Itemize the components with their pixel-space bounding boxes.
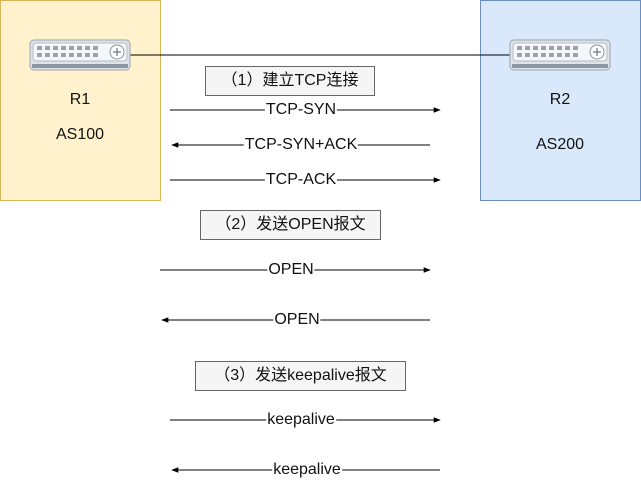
step-3-box: （3）发送keepalive报文 (195, 361, 406, 391)
router-r2-name: R2 (549, 91, 571, 108)
step-2-box: （2）发送OPEN报文 (200, 210, 381, 240)
step-1-box: （1）建立TCP连接 (205, 66, 375, 96)
message-label: OPEN (267, 261, 315, 279)
router-r1-as: AS100 (55, 126, 105, 143)
router-icon (509, 39, 611, 71)
router-r1-box (0, 0, 161, 201)
router-r2-as: AS200 (535, 136, 585, 153)
message-label: TCP-ACK (264, 171, 338, 189)
message-label: keepalive (266, 411, 336, 429)
message-label: TCP-SYN (264, 101, 338, 119)
message-label: OPEN (273, 311, 321, 329)
router-r1-name: R1 (69, 91, 91, 108)
message-label: keepalive (272, 461, 342, 479)
router-icon (29, 39, 131, 71)
router-r2-box (480, 0, 641, 201)
message-label: TCP-SYN+ACK (243, 136, 359, 154)
